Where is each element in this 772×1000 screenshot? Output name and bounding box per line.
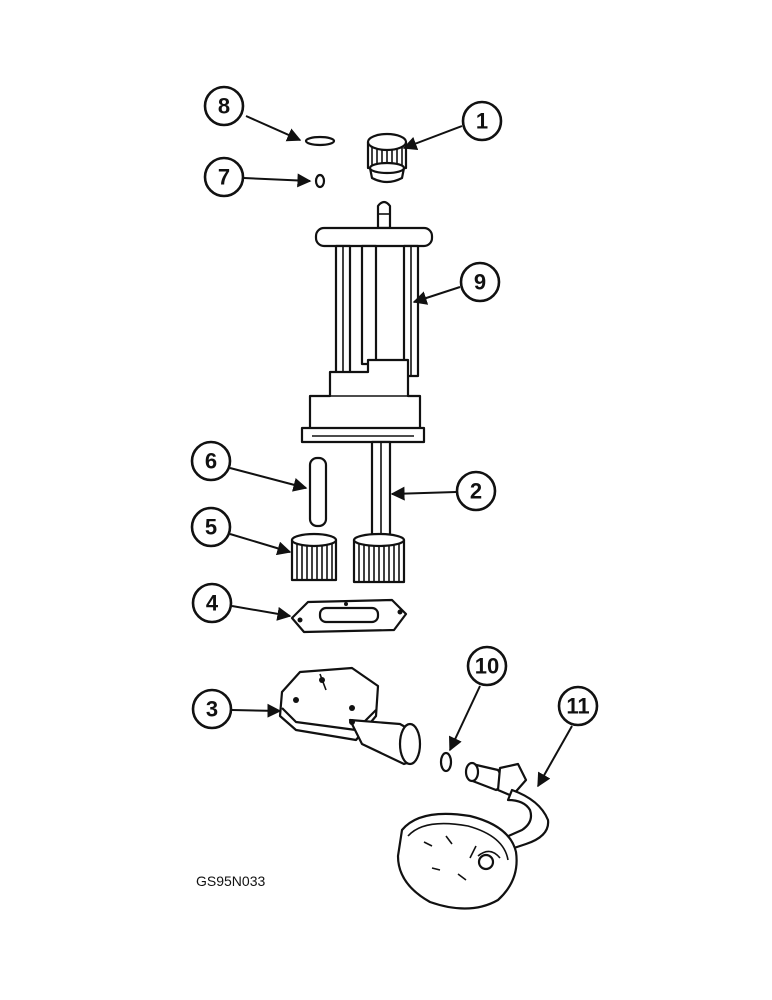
callout-label-8: 8: [218, 94, 230, 119]
callout-circle: [203, 156, 245, 198]
leader-line: [245, 115, 302, 142]
callout-circle: [190, 440, 232, 482]
leader-line: [229, 533, 292, 556]
part-8-ring: [304, 135, 336, 147]
callout-label-11: 11: [566, 694, 589, 719]
figure-code: GS95N033: [196, 873, 265, 889]
leader-line: [243, 173, 312, 188]
callout-circle: [459, 261, 501, 303]
callout-label-6: 6: [205, 449, 217, 474]
callout-circle: [191, 688, 233, 730]
callout-1: 1: [402, 100, 503, 151]
callout-label-5: 5: [205, 515, 217, 540]
part-5-idler-gear: [290, 532, 338, 582]
callout-4: 4: [191, 582, 292, 624]
part-11-suction-strainer: [396, 761, 550, 910]
part-9-pump-body: [300, 200, 434, 444]
callout-3: 3: [191, 688, 282, 730]
callout-circle: [190, 506, 232, 548]
leader-line: [231, 703, 282, 718]
part-4-gasket: [290, 598, 408, 634]
callout-6: 6: [190, 440, 308, 492]
callout-circle: [466, 645, 508, 687]
callout-label-7: 7: [218, 165, 230, 190]
callout-8: 8: [203, 85, 302, 142]
leader-line: [402, 125, 463, 151]
part-3-cover: [278, 666, 422, 766]
leader-line: [231, 605, 292, 621]
callout-9: 9: [412, 261, 501, 305]
callout-circle: [455, 470, 497, 512]
part-2-driving-gear: [352, 532, 406, 584]
callout-label-2: 2: [470, 479, 482, 504]
callout-circle: [557, 685, 599, 727]
leader-line: [390, 486, 457, 501]
callout-2: 2: [390, 470, 497, 512]
callout-label-3: 3: [206, 697, 218, 722]
callout-7: 7: [203, 156, 312, 198]
callout-label-1: 1: [476, 109, 488, 134]
part-6-idler-shaft: [308, 456, 328, 528]
callout-label-9: 9: [474, 270, 486, 295]
callout-10: 10: [449, 645, 508, 752]
part-1-drive-gear: [366, 132, 408, 184]
leader-line: [449, 685, 481, 752]
part-10-o-ring: [439, 751, 453, 773]
callout-label-10: 10: [475, 654, 499, 679]
callout-label-4: 4: [206, 591, 219, 616]
leader-line: [537, 725, 573, 788]
part-7-pin: [314, 173, 326, 189]
callout-11: 11: [537, 685, 599, 788]
callout-circle: [461, 100, 503, 142]
callout-5: 5: [190, 506, 292, 556]
part-2-shaft: [370, 440, 392, 540]
leader-line: [229, 467, 308, 492]
callout-circle: [191, 582, 233, 624]
callout-circle: [203, 85, 245, 127]
leader-line: [412, 286, 461, 305]
